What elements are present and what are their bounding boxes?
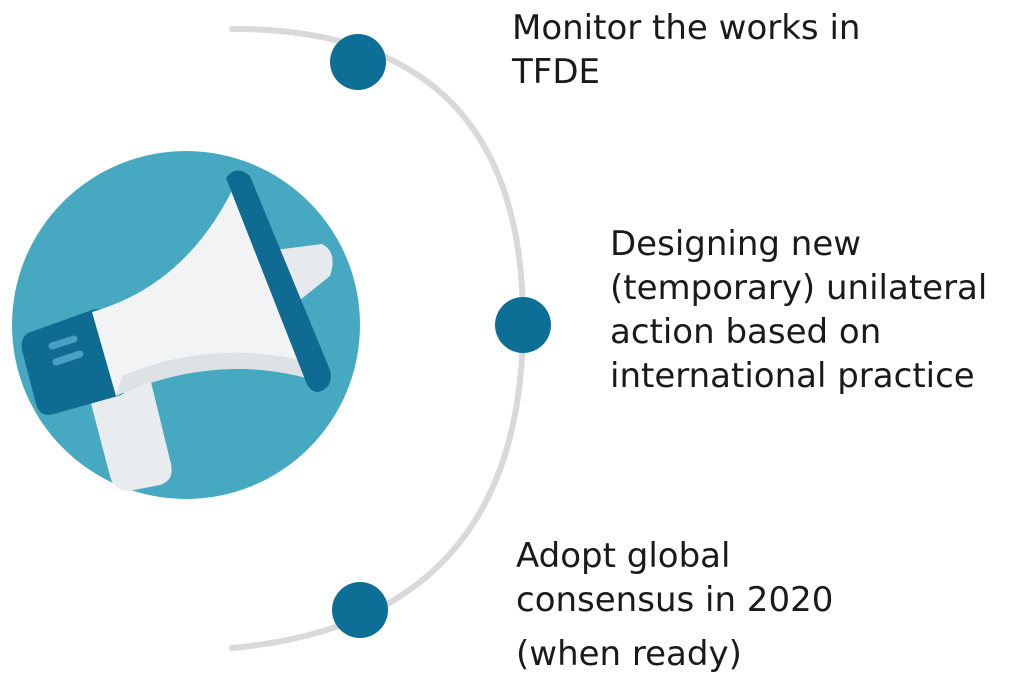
step-3-label: Adopt global consensus in 2020 (when rea… [516, 534, 833, 676]
step-2-line-3: action based on [610, 312, 882, 352]
step-3-line-2: consensus in 2020 [516, 580, 834, 620]
node-2 [495, 297, 551, 353]
step-3-line-1: Adopt global [516, 536, 731, 576]
step-2-line-1: Designing new [610, 224, 862, 264]
megaphone-icon [12, 151, 360, 499]
step-2-line-4: international practice [610, 356, 975, 396]
node-3 [332, 582, 388, 638]
step-1-line-2: TFDE [512, 52, 600, 92]
step-2-label: Designing new (temporary) unilateral act… [610, 222, 987, 398]
step-2-line-2: (temporary) unilateral [610, 268, 988, 308]
step-1-label: Monitor the works in TFDE [512, 6, 860, 94]
step-1-line-1: Monitor the works in [512, 8, 861, 48]
step-3-line-3: (when ready) [516, 634, 742, 674]
node-1 [330, 34, 386, 90]
